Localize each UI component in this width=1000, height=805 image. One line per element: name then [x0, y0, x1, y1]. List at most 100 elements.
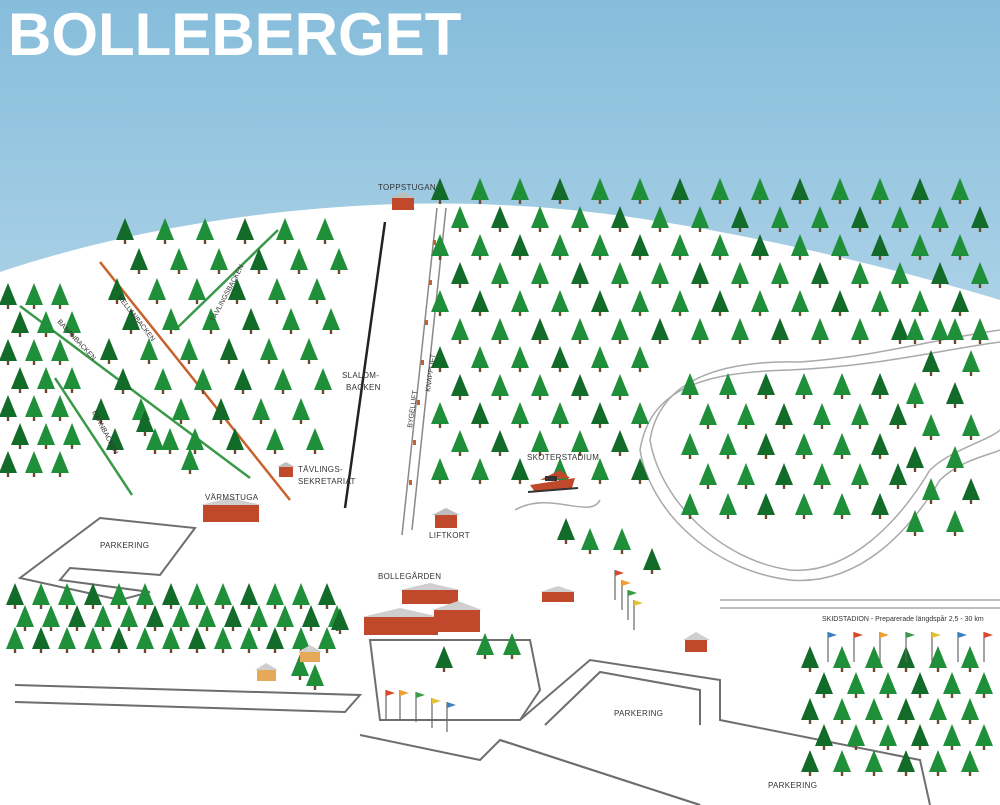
tree-trunk [273, 450, 277, 454]
tree-trunk [483, 655, 487, 659]
tree-icon [511, 290, 529, 312]
tree-icon [889, 403, 907, 425]
tree-icon [591, 178, 609, 200]
tree-trunk [808, 668, 812, 672]
tree-trunk [706, 485, 710, 489]
tree-icon [84, 583, 102, 605]
tree-trunk [578, 340, 582, 344]
tree-icon [282, 308, 300, 330]
tree-icon [471, 458, 489, 480]
tree-trunk [458, 340, 462, 344]
tree-trunk [778, 284, 782, 288]
tree-trunk [58, 417, 62, 421]
label-skidstadion: SKIDSTADION - Preparerade längdspår 2,5 … [822, 615, 984, 623]
tree-icon [58, 627, 76, 649]
tree-trunk [598, 312, 602, 316]
label-slalom-2: BACKEN [346, 383, 381, 392]
tree-icon [214, 627, 232, 649]
tree-trunk [969, 436, 973, 440]
tree-trunk [936, 668, 940, 672]
tree-trunk [233, 450, 237, 454]
tree-trunk [498, 228, 502, 232]
tree-trunk [498, 396, 502, 400]
tree-trunk [313, 686, 317, 690]
run-mellanbacken [99, 261, 291, 501]
tree-trunk [969, 372, 973, 376]
tree-trunk [650, 570, 654, 574]
tree-trunk [6, 305, 10, 309]
tree-trunk [820, 485, 824, 489]
tree-icon [451, 430, 469, 452]
tree-icon [871, 290, 889, 312]
tree-trunk [858, 425, 862, 429]
tree-icon [210, 248, 228, 270]
tree-trunk [638, 256, 642, 260]
tree-icon [906, 510, 924, 532]
tree-trunk [32, 473, 36, 477]
tree-icon [186, 428, 204, 450]
tree-icon [871, 234, 889, 256]
tree-trunk [758, 256, 762, 260]
tree-trunk [558, 200, 562, 204]
tree-trunk [688, 395, 692, 399]
tree-trunk [325, 649, 329, 653]
cabins [255, 645, 322, 681]
tree-icon [250, 248, 268, 270]
tree-trunk [281, 390, 285, 394]
tree-trunk [91, 605, 95, 609]
tree-trunk [227, 360, 231, 364]
tree-trunk [878, 312, 882, 316]
tree-trunk [878, 256, 882, 260]
tree-trunk [221, 605, 225, 609]
tree-trunk [578, 228, 582, 232]
tree-icon [25, 339, 43, 361]
tree-trunk [478, 256, 482, 260]
tree-trunk [818, 228, 822, 232]
tree-trunk [969, 500, 973, 504]
label-toppstugan: TOPPSTUGAN [378, 183, 436, 192]
tree-icon [32, 627, 50, 649]
tree-trunk [558, 368, 562, 372]
tree-trunk [718, 200, 722, 204]
tree-icon [130, 248, 148, 270]
tree-icon [922, 414, 940, 436]
tree-trunk [688, 455, 692, 459]
tree-icon [471, 234, 489, 256]
roads-and-parking [14, 516, 931, 805]
tree-trunk [107, 360, 111, 364]
tree-trunk [798, 256, 802, 260]
tree-trunk [558, 424, 562, 428]
tree-icon [801, 646, 819, 668]
tree-icon [290, 248, 308, 270]
tree-icon [975, 724, 993, 746]
tree-icon [202, 308, 220, 330]
tree-trunk [6, 417, 10, 421]
lift-towers [409, 240, 436, 485]
tree-trunk [498, 340, 502, 344]
tree-trunk [75, 627, 79, 631]
tree-icon [471, 290, 489, 312]
tree-trunk [858, 485, 862, 489]
tree-trunk [918, 694, 922, 698]
tree-icon [214, 583, 232, 605]
tree-icon [146, 428, 164, 450]
tree-trunk [953, 532, 957, 536]
tree-trunk [168, 450, 172, 454]
tree-trunk [438, 424, 442, 428]
tree-trunk [918, 256, 922, 260]
label-varmstuga: VÄRMSTUGA [205, 493, 259, 502]
tree-icon [851, 318, 869, 340]
tree-icon [911, 724, 929, 746]
tree-icon [951, 178, 969, 200]
tree-icon [162, 583, 180, 605]
tree-trunk [953, 468, 957, 472]
tree-trunk [978, 228, 982, 232]
tree-icon [491, 262, 509, 284]
tree-trunk [878, 455, 882, 459]
tree-icon [946, 318, 964, 340]
tree-trunk [798, 200, 802, 204]
tree-icon [929, 750, 947, 772]
tree-trunk [209, 330, 213, 334]
tree-trunk [478, 200, 482, 204]
tree-trunk [968, 772, 972, 776]
